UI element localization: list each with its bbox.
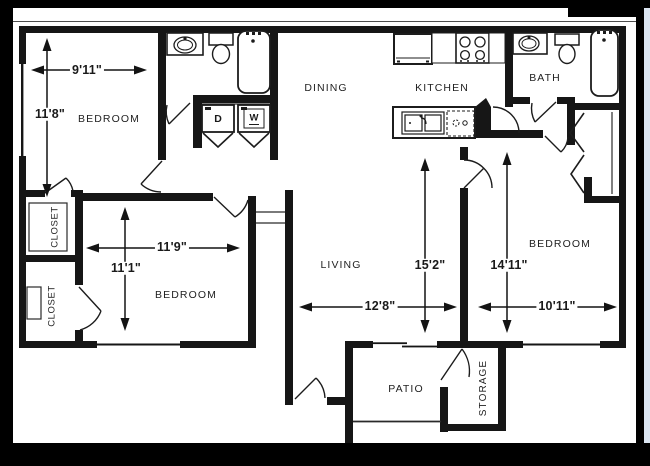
room-label-dining: DINING — [303, 81, 349, 94]
washer-label: W — [249, 112, 259, 124]
door-swing — [213, 196, 249, 218]
page-edge — [644, 0, 650, 466]
dimension-label: 11'9" — [154, 239, 190, 254]
frame-top-right — [568, 8, 637, 17]
sink-icon — [166, 32, 204, 56]
dryer-icon — [201, 104, 235, 133]
door-swing — [140, 160, 163, 193]
room-label-closet-top: CLOSET — [49, 205, 61, 249]
door-swing — [165, 102, 191, 125]
toilet-icon — [208, 32, 234, 65]
bathtub-icon — [590, 29, 619, 97]
dishwasher-icon — [446, 110, 475, 137]
dimension-label: 12'8" — [362, 298, 398, 313]
refrigerator-icon — [393, 33, 433, 65]
room-label-bedroom-top-left: BEDROOM — [77, 112, 141, 125]
dimension-arrow — [502, 152, 512, 333]
window — [21, 64, 24, 156]
bifold-door — [202, 132, 234, 149]
room-label-storage: STORAGE — [478, 358, 489, 418]
room-label-bath: BATH — [528, 71, 562, 84]
door-swing — [530, 101, 557, 123]
bifold-door — [569, 112, 585, 153]
walls — [19, 26, 626, 443]
bifold-door — [570, 154, 585, 194]
dimension-arrow — [420, 158, 430, 333]
dimension-label: 15'2" — [412, 257, 448, 272]
frame-bottom — [0, 443, 650, 466]
door-swing — [440, 348, 471, 381]
door-swing — [78, 286, 102, 331]
sliding-door — [371, 342, 407, 345]
main-bathroom-fixtures — [512, 29, 619, 97]
frame-hairline — [13, 21, 636, 22]
dimension-label: 14'11" — [488, 257, 530, 272]
dimension-label: 10'11" — [536, 298, 578, 313]
counter — [431, 32, 457, 64]
door-swing — [463, 159, 493, 189]
room-label-closet-bottom: CLOSET — [46, 284, 58, 328]
room-label-bedroom-right: BEDROOM — [528, 237, 592, 250]
bifold-door — [238, 132, 270, 149]
toilet-icon — [554, 33, 580, 65]
frame-top — [0, 0, 650, 8]
door-swing — [294, 377, 326, 400]
kitchen-sink-icon — [401, 111, 445, 135]
sink-icon — [512, 32, 548, 55]
door-swing — [544, 135, 569, 153]
closet-shelves — [26, 103, 613, 320]
frame-right — [636, 0, 644, 466]
windows — [21, 64, 600, 348]
hall-bathroom-fixtures — [166, 30, 271, 94]
room-label-kitchen: KITCHEN — [414, 81, 470, 94]
frame-left — [0, 0, 13, 466]
dimension-label: 11'1" — [108, 260, 144, 275]
kitchen-fixtures — [392, 32, 506, 139]
room-label-patio: PATIO — [387, 382, 425, 395]
stove-icon — [455, 32, 490, 64]
window — [523, 343, 600, 346]
laundry-fixtures — [201, 104, 271, 133]
room-label-bedroom-bottom-left: BEDROOM — [154, 288, 218, 301]
bathtub-icon — [237, 30, 271, 94]
bifold-doors — [202, 112, 585, 194]
dryer-label: D — [214, 112, 222, 125]
room-label-living: LIVING — [319, 258, 363, 271]
counter — [488, 32, 506, 64]
door-swings — [44, 101, 569, 400]
dimension-label: 9'11" — [69, 62, 105, 77]
door-swing — [492, 106, 520, 134]
washer-icon — [237, 104, 271, 133]
dimension-label: 11'8" — [32, 106, 68, 121]
door-jamb — [475, 98, 491, 138]
sliding-door — [402, 345, 439, 348]
window — [97, 343, 180, 346]
